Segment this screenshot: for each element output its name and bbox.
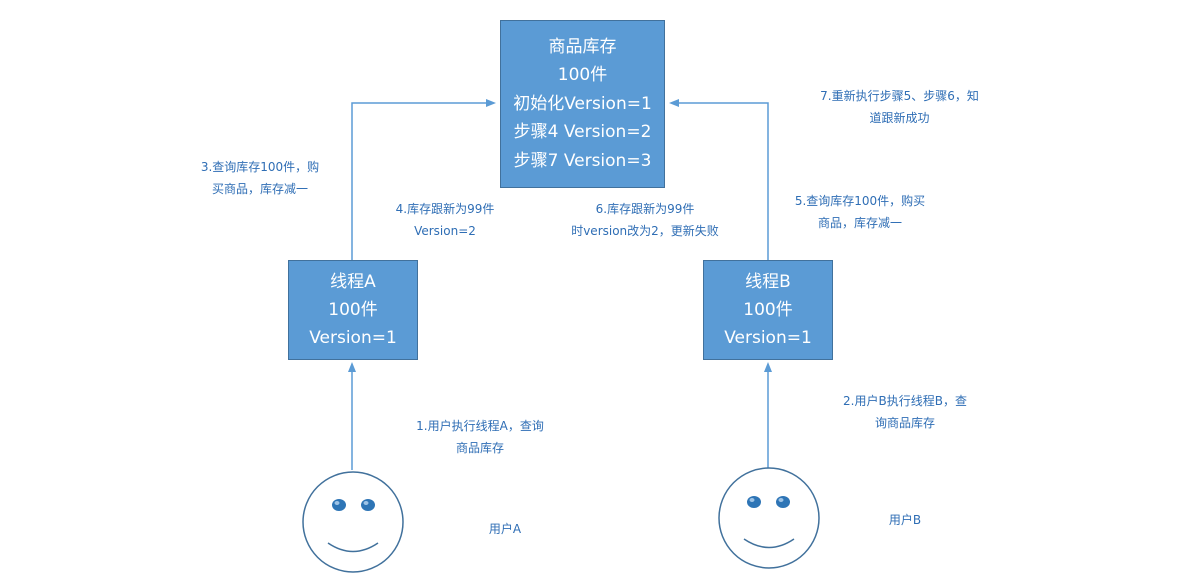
thread-b-box: 线程B 100件 Version=1: [703, 260, 833, 360]
step-2-line-2: 询商品库存: [874, 416, 935, 430]
step-1-line-1: 1.用户执行线程A，查询: [416, 419, 544, 433]
step-4-line-1: 4.库存跟新为99件: [395, 202, 495, 216]
step-7-line-2: 道跟新成功: [869, 111, 930, 125]
step-4-line-2: Version=2: [414, 224, 476, 238]
arrow-thread-b-to-stock: [669, 99, 769, 260]
thread-a-quantity: 100件: [328, 300, 378, 320]
user-b-label: 用户B: [888, 513, 922, 527]
thread-b-title: 线程B: [745, 272, 791, 292]
step-6-line-1: 6.库存跟新为99件: [595, 202, 695, 216]
arrow-thread-a-to-stock: [351, 99, 496, 260]
step-3-line-1: 3.查询库存100件，购: [200, 160, 320, 174]
step-7-note: 7.重新执行步骤5、步骤6，知 道跟新成功: [792, 85, 1007, 129]
step-1-note: 1.用户执行线程A，查询 商品库存: [395, 415, 565, 459]
stock-step4-version: 步骤4 Version=2: [513, 122, 652, 143]
stock-title: 商品库存: [548, 36, 617, 57]
thread-b-quantity: 100件: [743, 300, 793, 320]
thread-a-title: 线程A: [330, 272, 376, 292]
user-b-smiley-icon: [718, 467, 820, 569]
thread-b-version: Version=1: [724, 328, 812, 348]
step-6-line-2: 时version改为2，更新失败: [571, 224, 719, 238]
step-5-note: 5.查询库存100件，购买 商品，库存减一: [780, 190, 940, 234]
step-6-note: 6.库存跟新为99件 时version改为2，更新失败: [550, 198, 740, 242]
thread-a-version: Version=1: [309, 328, 397, 348]
step-5-line-1: 5.查询库存100件，购买: [794, 194, 926, 208]
step-7-line-1: 7.重新执行步骤5、步骤6，知: [820, 89, 979, 103]
step-3-line-2: 买商品，库存减一: [211, 182, 308, 196]
step-4-note: 4.库存跟新为99件 Version=2: [386, 198, 504, 242]
stock-quantity: 100件: [557, 65, 608, 86]
step-2-line-1: 2.用户B执行线程B，查: [843, 394, 967, 408]
user-a-label: 用户A: [488, 522, 522, 536]
step-2-note: 2.用户B执行线程B，查 询商品库存: [825, 390, 985, 434]
thread-a-box: 线程A 100件 Version=1: [288, 260, 418, 360]
step-3-note: 3.查询库存100件，购 买商品，库存减一: [186, 156, 334, 200]
step-1-line-2: 商品库存: [455, 441, 504, 455]
stock-init-version: 初始化Version=1: [513, 93, 652, 114]
step-5-line-2: 商品，库存减一: [817, 216, 902, 230]
stock-step7-version: 步骤7 Version=3: [513, 150, 652, 171]
user-a-smiley-icon: [302, 471, 404, 573]
stock-box: 商品库存 100件 初始化Version=1 步骤4 Version=2 步骤7…: [500, 20, 665, 188]
